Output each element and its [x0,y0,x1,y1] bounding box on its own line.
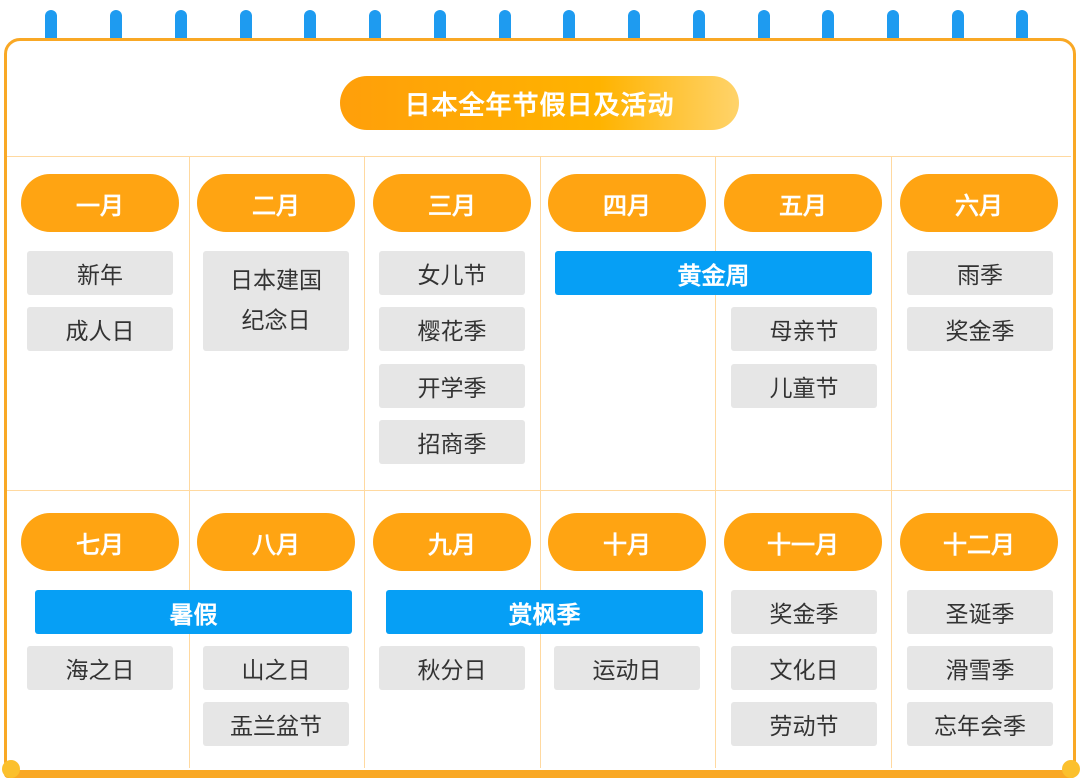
event-coming-of-age-day: 成人日 [27,307,173,351]
event-marine-day: 海之日 [27,646,173,690]
grid-divider [715,156,716,768]
event-ski-season: 滑雪季 [907,646,1053,690]
event-girls-day: 女儿节 [379,251,525,295]
page-title: 日本全年节假日及活动 [340,76,739,130]
span-golden-week: 黄金周 [555,251,872,295]
month-sep: 九月 [373,513,531,571]
span-maple-viewing-season: 赏枫季 [386,590,703,634]
ring [952,10,964,44]
event-recruitment-season: 招商季 [379,420,525,464]
ring [822,10,834,44]
month-may: 五月 [724,174,882,232]
event-culture-day: 文化日 [731,646,877,690]
event-bonus-season: 奖金季 [907,307,1053,351]
ring [45,10,57,44]
month-aug: 八月 [197,513,355,571]
ring [563,10,575,44]
month-mar: 三月 [373,174,531,232]
ring [499,10,511,44]
month-jun: 六月 [900,174,1058,232]
event-new-year: 新年 [27,251,173,295]
ring [887,10,899,44]
grid-divider [364,156,365,768]
event-mothers-day: 母亲节 [731,307,877,351]
ring [1016,10,1028,44]
ring [693,10,705,44]
event-christmas-season: 圣诞季 [907,590,1053,634]
ring [110,10,122,44]
month-oct: 十月 [548,513,706,571]
ring [175,10,187,44]
corner-dot [1062,760,1080,778]
frame-bottom-edge [4,770,1076,778]
event-year-end-party-season: 忘年会季 [907,702,1053,746]
grid-divider [189,156,190,768]
ring [434,10,446,44]
event-sports-day: 运动日 [554,646,700,690]
event-childrens-day: 儿童节 [731,364,877,408]
month-jan: 一月 [21,174,179,232]
month-dec: 十二月 [900,513,1058,571]
month-jul: 七月 [21,513,179,571]
corner-dot [2,760,20,778]
event-cherry-blossom-season: 樱花季 [379,307,525,351]
grid-divider [7,490,1071,491]
ring [240,10,252,44]
ring [628,10,640,44]
event-rainy-season: 雨季 [907,251,1053,295]
month-feb: 二月 [197,174,355,232]
ring [758,10,770,44]
ring [304,10,316,44]
event-school-start-season: 开学季 [379,364,525,408]
grid-divider [891,156,892,768]
event-mountain-day: 山之日 [203,646,349,690]
ring [369,10,381,44]
event-national-foundation-day: 日本建国 纪念日 [203,251,349,351]
event-autumnal-equinox: 秋分日 [379,646,525,690]
grid-divider [7,156,1071,157]
month-nov: 十一月 [724,513,882,571]
event-bonus-season-winter: 奖金季 [731,590,877,634]
month-apr: 四月 [548,174,706,232]
event-labor-thanksgiving-day: 劳动节 [731,702,877,746]
event-obon-festival: 盂兰盆节 [203,702,349,746]
span-summer-vacation: 暑假 [35,590,352,634]
grid-divider [540,156,541,768]
